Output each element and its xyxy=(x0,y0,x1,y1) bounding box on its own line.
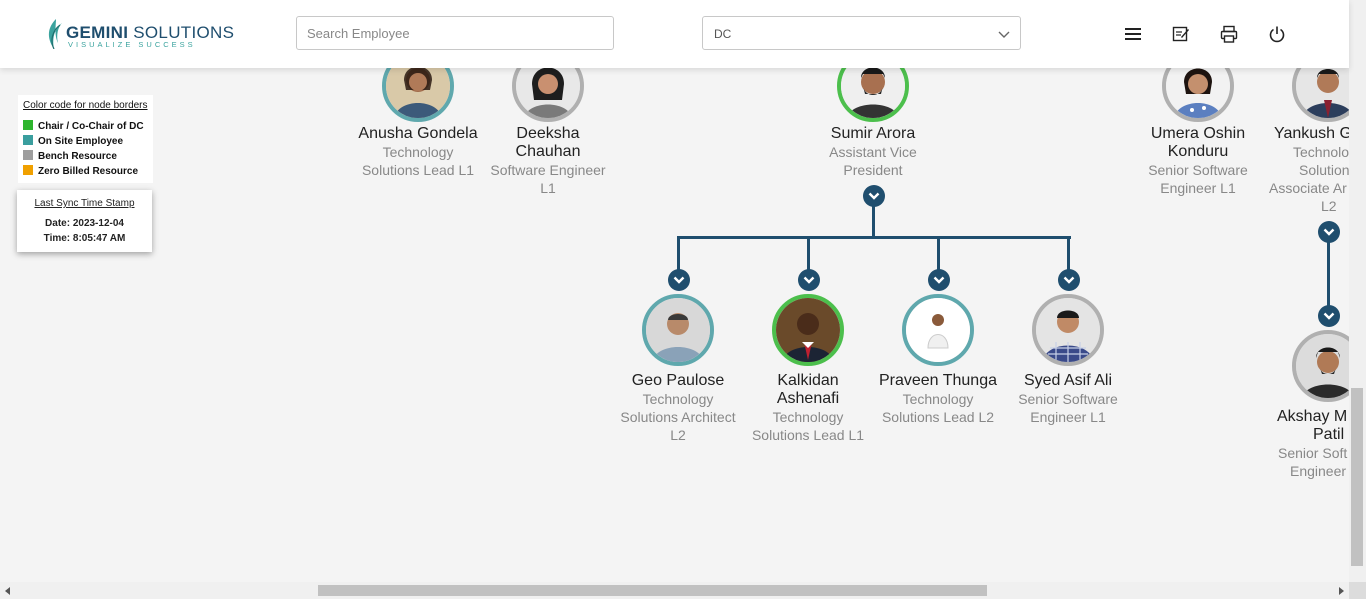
avatar-praveen-thunga[interactable] xyxy=(902,294,974,366)
node-anusha-gondela[interactable]: Anusha Gondela Technology Solutions Lead… xyxy=(353,125,483,179)
legend-item-zero-billed: Zero Billed Resource xyxy=(23,165,138,177)
hamburger-menu-icon[interactable] xyxy=(1124,25,1142,43)
employee-role: Technology Solutions Lead L2 xyxy=(881,391,995,425)
avatar-kalkidan-ashenafi[interactable] xyxy=(772,294,844,366)
scroll-left-arrow-icon[interactable] xyxy=(4,587,12,595)
employee-role-line: Engineer xyxy=(1290,463,1347,479)
vertical-scrollbar[interactable] xyxy=(1349,0,1366,582)
chevron-down-icon xyxy=(1323,228,1335,236)
expand-toggle-geo-paulose[interactable] xyxy=(668,269,690,291)
expand-toggle-praveen-thunga[interactable] xyxy=(928,269,950,291)
search-employee-input[interactable] xyxy=(296,16,614,50)
sync-title: Last Sync Time Stamp xyxy=(34,198,135,209)
chevron-down-icon xyxy=(803,276,815,284)
employee-role-line: Associate Ar xyxy=(1269,180,1347,196)
connector-line xyxy=(1067,236,1070,272)
employee-role: Technology Solutions Lead L1 xyxy=(751,409,865,443)
collapse-toggle-yankush[interactable] xyxy=(1318,221,1340,243)
sync-date: Date: 2023-12-04 xyxy=(45,218,124,229)
legend-swatch xyxy=(23,135,33,145)
department-select-value: DC xyxy=(714,27,732,41)
node-yankush[interactable]: Yankush G Technolo Solution Associate Ar… xyxy=(1266,125,1349,215)
legend-item-onsite: On Site Employee xyxy=(23,135,123,147)
node-syed-asif-ali[interactable]: Syed Asif Ali Senior Software Engineer L… xyxy=(1003,372,1133,426)
legend-item-chair: Chair / Co-Chair of DC xyxy=(23,120,144,132)
legend-swatch xyxy=(23,150,33,160)
chevron-down-icon xyxy=(868,192,880,200)
node-kalkidan-ashenafi[interactable]: Kalkidan Ashenafi Technology Solutions L… xyxy=(743,372,873,444)
scrollbar-corner xyxy=(1349,582,1366,599)
notes-icon[interactable] xyxy=(1172,25,1190,43)
employee-role-line: L2 xyxy=(1321,198,1337,214)
node-umera-oshin-konduru[interactable]: Umera Oshin Konduru Senior Software Engi… xyxy=(1138,125,1258,197)
app-header: GEMINI SOLUTIONS VISUALIZE SUCCESS DC xyxy=(0,0,1349,68)
avatar-geo-paulose[interactable] xyxy=(642,294,714,366)
employee-name-line: Patil xyxy=(1313,426,1345,443)
border-color-legend: Color code for node borders Chair / Co-C… xyxy=(18,95,153,183)
department-select[interactable]: DC xyxy=(702,16,1021,50)
expand-toggle-kalkidan-ashenafi[interactable] xyxy=(798,269,820,291)
vertical-scrollbar-thumb[interactable] xyxy=(1351,388,1363,566)
chevron-down-icon xyxy=(933,276,945,284)
employee-name: Anusha Gondela xyxy=(358,125,478,142)
chevron-down-icon xyxy=(1063,276,1075,284)
logo-wordmark: GEMINI SOLUTIONS xyxy=(66,23,235,42)
node-praveen-thunga[interactable]: Praveen Thunga Technology Solutions Lead… xyxy=(873,372,1003,426)
logo-leaf-icon xyxy=(48,19,62,49)
connector-line xyxy=(872,206,875,238)
legend-swatch xyxy=(23,165,33,175)
connector-line xyxy=(677,236,1071,239)
expand-toggle-syed-asif-ali[interactable] xyxy=(1058,269,1080,291)
sync-time: Time: 8:05:47 AM xyxy=(43,233,126,244)
legend-item-bench: Bench Resource xyxy=(23,150,117,162)
employee-name: Syed Asif Ali xyxy=(1023,372,1113,389)
collapse-toggle-sumir-arora[interactable] xyxy=(863,185,885,207)
employee-name: Umera Oshin Konduru xyxy=(1150,125,1246,160)
employee-role: Senior Software Engineer L1 xyxy=(1018,391,1118,425)
chevron-down-icon xyxy=(998,31,1010,38)
sync-timestamp-card: Last Sync Time Stamp Date: 2023-12-04 Ti… xyxy=(17,190,152,252)
logo-tagline: VISUALIZE SUCCESS xyxy=(68,40,196,49)
avatar-syed-asif-ali[interactable] xyxy=(1032,294,1104,366)
employee-name: Deeksha Chauhan xyxy=(515,125,581,160)
scroll-right-arrow-icon[interactable] xyxy=(1337,587,1345,595)
horizontal-scrollbar-thumb[interactable] xyxy=(318,585,987,596)
employee-name: Sumir Arora xyxy=(830,125,916,142)
employee-role: Software Engineer L1 xyxy=(490,162,606,196)
chevron-down-icon xyxy=(1323,312,1335,320)
employee-role-line: Technolo xyxy=(1293,144,1349,160)
employee-role: Technology Solutions Lead L1 xyxy=(361,144,475,178)
employee-name: Kalkidan Ashenafi xyxy=(776,372,840,407)
horizontal-scrollbar[interactable] xyxy=(0,582,1349,599)
power-icon[interactable] xyxy=(1268,25,1286,43)
employee-name: Yankush G xyxy=(1274,125,1349,142)
node-deeksha-chauhan[interactable]: Deeksha Chauhan Software Engineer L1 xyxy=(485,125,611,197)
connector-line xyxy=(807,236,810,272)
employee-name: Praveen Thunga xyxy=(878,372,997,389)
legend-title: Color code for node borders xyxy=(23,100,148,111)
expand-toggle-akshay[interactable] xyxy=(1318,305,1340,327)
connector-line xyxy=(677,236,680,272)
node-akshay[interactable]: Akshay M Patil Senior Soft Engineer xyxy=(1266,408,1349,480)
node-geo-paulose[interactable]: Geo Paulose Technology Solutions Archite… xyxy=(613,372,743,444)
employee-role-line: Senior Soft xyxy=(1278,445,1348,461)
company-logo[interactable]: GEMINI SOLUTIONS VISUALIZE SUCCESS xyxy=(46,17,234,51)
employee-name: Geo Paulose xyxy=(631,372,725,389)
connector-line xyxy=(1327,240,1330,312)
print-icon[interactable] xyxy=(1220,25,1238,43)
employee-role: Assistant Vice President xyxy=(829,144,917,178)
employee-role: Technology Solutions Architect L2 xyxy=(620,391,736,443)
chevron-down-icon xyxy=(673,276,685,284)
legend-swatch xyxy=(23,120,33,130)
employee-role-line: Solution xyxy=(1299,162,1349,178)
connector-line xyxy=(937,236,940,272)
employee-name-line: Akshay M xyxy=(1277,408,1348,425)
employee-role: Senior Software Engineer L1 xyxy=(1148,162,1248,196)
node-sumir-arora[interactable]: Sumir Arora Assistant Vice President xyxy=(808,125,938,179)
